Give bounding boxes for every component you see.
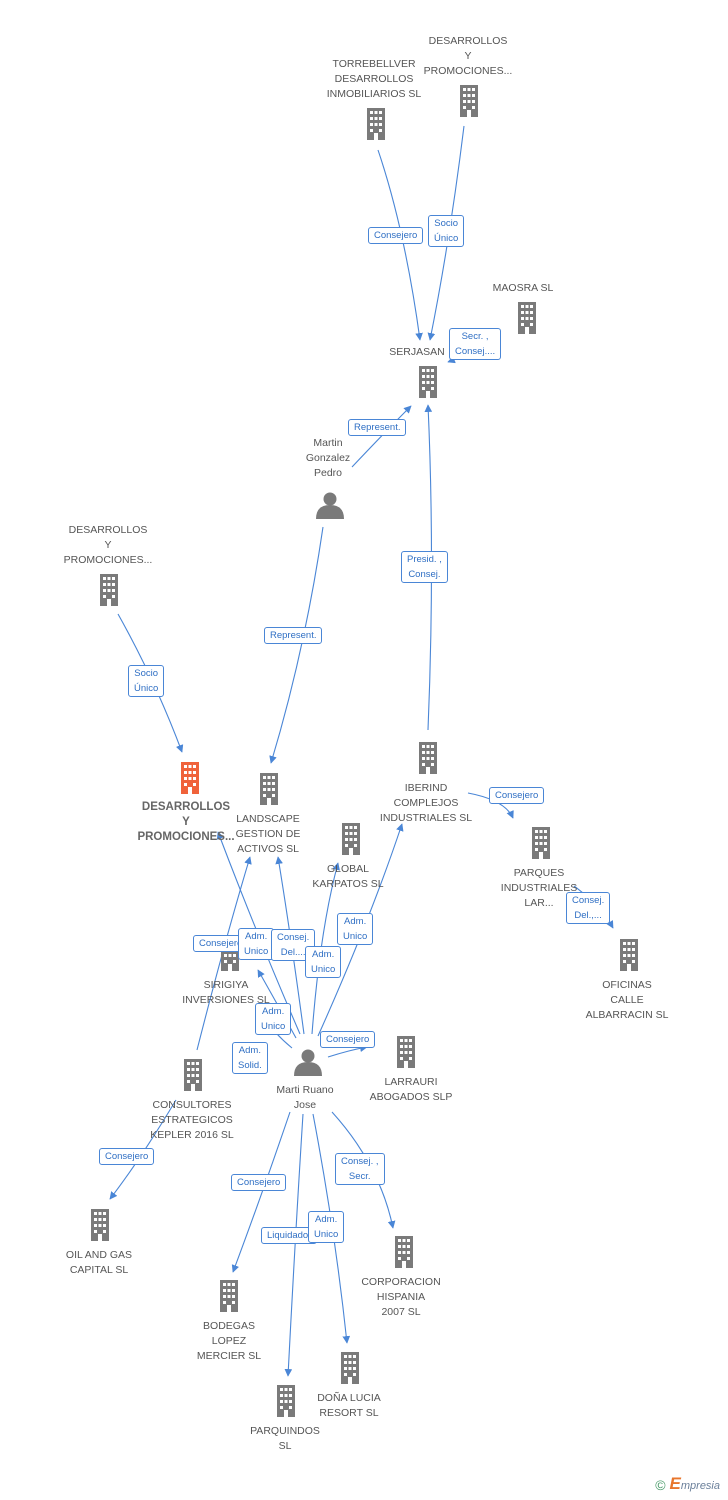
building-icon-oficinas[interactable] xyxy=(620,939,638,971)
building-icon-bodegas[interactable] xyxy=(220,1280,238,1312)
node-label-global-karpatos[interactable]: GLOBAL KARPATOS SL xyxy=(312,863,384,890)
edge-marti-parquindos xyxy=(284,1113,304,1377)
edge-label-martin-serjasan[interactable]: Represent. xyxy=(348,419,407,436)
node-label-larrauri[interactable]: LARRAURI ABOGADOS SLP xyxy=(369,1076,453,1103)
brand-logo-e: E xyxy=(669,1474,681,1493)
node-label-landscape[interactable]: LANDSCAPE GESTION DE ACTIVOS SL xyxy=(235,813,301,855)
edge-label-martin-landscape[interactable]: Represent. xyxy=(264,627,323,644)
edge-label-iberind-parques[interactable]: Consejero xyxy=(489,787,545,804)
building-icon-oil-gas[interactable] xyxy=(91,1209,109,1241)
node-label-oficinas[interactable]: OFICINAS CALLE ALBARRACIN SL xyxy=(585,979,669,1021)
node-label-consultores[interactable]: CONSULTORES ESTRATEGICOS KEPLER 2016 SL xyxy=(150,1099,234,1141)
edge-label-consultores-oil[interactable]: Consejero xyxy=(99,1148,155,1165)
edge-label-marti-iberind[interactable]: Adm. Unico xyxy=(337,913,374,945)
edge-martin-landscape xyxy=(269,526,324,764)
edge-label-marti-dona[interactable]: Adm. Unico xyxy=(308,1211,345,1243)
edge-marti-larrauri xyxy=(327,1044,368,1058)
building-icon-corporacion[interactable] xyxy=(395,1236,413,1268)
building-icon-parques[interactable] xyxy=(532,827,550,859)
node-label-marti-ruano[interactable]: Marti Ruano Jose xyxy=(276,1084,334,1111)
node-label-parques[interactable]: PARQUES INDUSTRIALES LAR... xyxy=(500,867,578,909)
building-icon-maosra[interactable] xyxy=(518,302,536,334)
node-label-parquindos[interactable]: PARQUINDOS SL xyxy=(250,1425,320,1452)
edge-label-desarrollos-top-serjasan[interactable]: Socio Único xyxy=(428,215,465,247)
node-label-desarrollos-main[interactable]: DESARROLLOS Y PROMOCIONES... xyxy=(137,801,235,843)
edge-torrebellver-serjasan xyxy=(377,149,423,341)
edge-label-marti-global[interactable]: Adm. Unico xyxy=(305,946,342,978)
node-label-maosra[interactable]: MAOSRA SL xyxy=(492,282,554,294)
edge-label-iberind-serjasan[interactable]: Presid. , Consej. xyxy=(401,551,448,583)
edge-marti-bodegas xyxy=(231,1111,291,1273)
nodes-layer xyxy=(91,85,638,1417)
brand-name: mpresia xyxy=(680,1480,720,1492)
edge-label-marti-sirigiya-solid[interactable]: Adm. Solid. xyxy=(232,1042,268,1074)
edges-layer xyxy=(109,125,614,1377)
building-icon-desarrollos-main[interactable] xyxy=(181,762,199,794)
edge-label-marti-main[interactable]: Adm. Unico xyxy=(238,928,275,960)
node-label-iberind[interactable]: IBERIND COMPLEJOS INDUSTRIALES SL xyxy=(379,782,473,824)
edge-marti-global xyxy=(311,862,340,1035)
node-label-martin-gonzalez[interactable]: Martin Gonzalez Pedro xyxy=(305,437,351,479)
edge-label-marti-sirigiya[interactable]: Adm. Unico xyxy=(255,1003,292,1035)
node-label-desarrollos-top[interactable]: DESARROLLOS Y PROMOCIONES... xyxy=(423,35,513,77)
building-icon-desarrollos-left[interactable] xyxy=(100,574,118,606)
edge-label-desarrollos-left-main[interactable]: Socio Único xyxy=(128,665,165,697)
edge-martin-serjasan xyxy=(351,405,412,468)
edge-label-parques-oficinas[interactable]: Consej. Del.,... xyxy=(566,892,611,924)
building-icon-larrauri[interactable] xyxy=(397,1036,415,1068)
building-icon-desarrollos-top[interactable] xyxy=(460,85,478,117)
footer-brand: ©Empresia xyxy=(655,1474,720,1494)
node-label-sirigiya[interactable]: SIRIGIYA INVERSIONES SL xyxy=(182,979,270,1006)
building-icon-dona-lucia[interactable] xyxy=(341,1352,359,1384)
node-label-torrebellver[interactable]: TORREBELLVER DESARROLLOS INMOBILIARIOS S… xyxy=(326,58,422,100)
building-icon-parquindos[interactable] xyxy=(277,1385,295,1417)
node-label-serjasan[interactable]: SERJASAN xyxy=(389,346,445,358)
edge-label-marti-larrauri[interactable]: Consejero xyxy=(320,1031,376,1048)
building-icon-global-karpatos[interactable] xyxy=(342,823,360,855)
person-icon-martin-gonzalez[interactable] xyxy=(316,492,344,520)
building-icon-torrebellver[interactable] xyxy=(367,108,385,140)
person-icon-marti-ruano[interactable] xyxy=(294,1049,322,1077)
node-label-dona-lucia[interactable]: DOÑA LUCIA RESORT SL xyxy=(317,1392,381,1419)
building-icon-consultores[interactable] xyxy=(184,1059,202,1091)
copyright-symbol: © xyxy=(655,1477,666,1493)
edge-label-marti-bodegas[interactable]: Consejero xyxy=(231,1174,287,1191)
edge-marti-sirigiya xyxy=(257,969,297,1039)
node-label-bodegas[interactable]: BODEGAS LOPEZ MERCIER SL xyxy=(196,1320,262,1362)
edge-label-torrebellver-serjasan[interactable]: Consejero xyxy=(368,227,424,244)
edge-label-marti-corporacion[interactable]: Consej. , Secr. xyxy=(335,1153,385,1185)
building-icon-serjasan[interactable] xyxy=(419,366,437,398)
building-icon-iberind[interactable] xyxy=(419,742,437,774)
node-label-corporacion[interactable]: CORPORACION HISPANIA 2007 SL xyxy=(361,1276,441,1318)
building-icon-landscape[interactable] xyxy=(260,773,278,805)
node-label-desarrollos-left[interactable]: DESARROLLOS Y PROMOCIONES... xyxy=(63,524,153,566)
edge-label-maosra-serjasan[interactable]: Secr. , Consej.... xyxy=(449,328,502,360)
node-label-oil-gas[interactable]: OIL AND GAS CAPITAL SL xyxy=(65,1249,133,1276)
